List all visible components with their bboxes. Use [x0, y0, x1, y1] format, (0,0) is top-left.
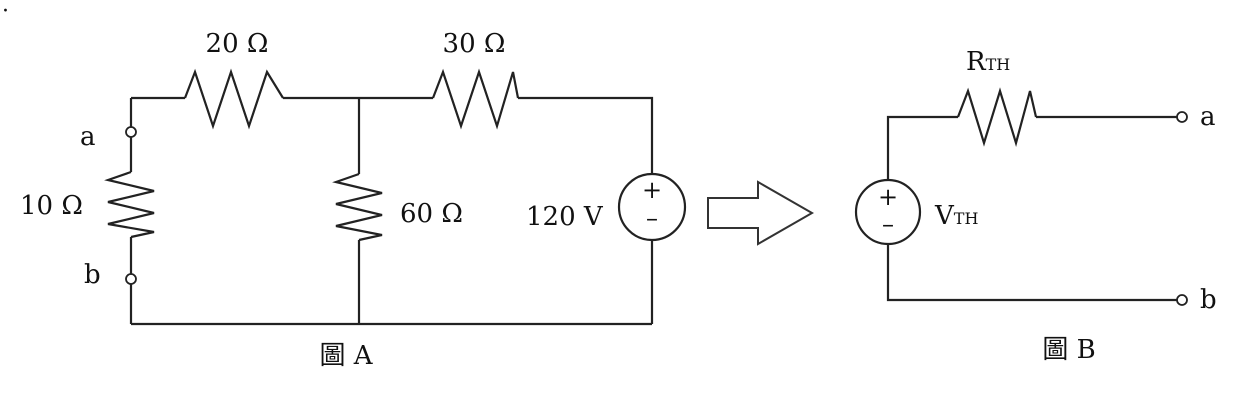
resistor-60-ohm: [332, 172, 383, 242]
label-terminal-a-a: a: [80, 122, 96, 152]
voltage-source-vth: [854, 178, 922, 246]
source-minus-sign: –: [646, 204, 658, 232]
label-vth-main: V: [934, 201, 955, 231]
source-plus-sign: +: [642, 176, 662, 204]
resistor-30-ohm: [431, 68, 520, 130]
terminal-a-a: [125, 126, 137, 138]
vth-minus-sign: –: [882, 210, 894, 238]
figure-a: + – 20 Ω 30 Ω 10 Ω 60 Ω 120 V a b 圖 A: [20, 29, 687, 371]
label-120v: 120 V: [526, 202, 604, 232]
label-terminal-b-b: b: [1200, 285, 1217, 315]
label-rth-sub: TH: [986, 55, 1011, 74]
terminal-b-b: [1176, 294, 1188, 306]
figure-b: + – RTH VTH a b 圖 B: [854, 47, 1217, 365]
label-20-ohm: 20 Ω: [206, 29, 269, 59]
wire-b-top-left: [886, 115, 958, 182]
label-terminal-a-b: a: [1200, 102, 1216, 132]
caption-figure-b: 圖 B: [1042, 335, 1095, 365]
caption-figure-a: 圖 A: [319, 341, 373, 371]
vth-plus-sign: +: [878, 183, 898, 211]
stray-mark: ·: [2, 0, 9, 24]
resistor-rth: [956, 87, 1038, 147]
label-30-ohm: 30 Ω: [443, 29, 506, 59]
terminal-a-b: [1176, 111, 1188, 123]
label-10-ohm: 10 Ω: [20, 191, 83, 221]
label-rth: RTH: [966, 47, 1010, 77]
voltage-source-120v: [617, 172, 687, 242]
wire-b-bottom: [886, 242, 1177, 302]
resistor-10-ohm: [104, 170, 155, 239]
wire-top-right: [518, 96, 654, 174]
terminal-b-a: [125, 273, 137, 285]
label-60-ohm: 60 Ω: [400, 199, 463, 229]
label-vth: VTH: [934, 201, 978, 231]
label-vth-sub: TH: [954, 209, 979, 228]
transform-arrow: [707, 180, 815, 246]
label-rth-main: R: [966, 47, 987, 77]
resistor-20-ohm: [183, 68, 284, 130]
label-terminal-b-a: b: [84, 260, 101, 290]
